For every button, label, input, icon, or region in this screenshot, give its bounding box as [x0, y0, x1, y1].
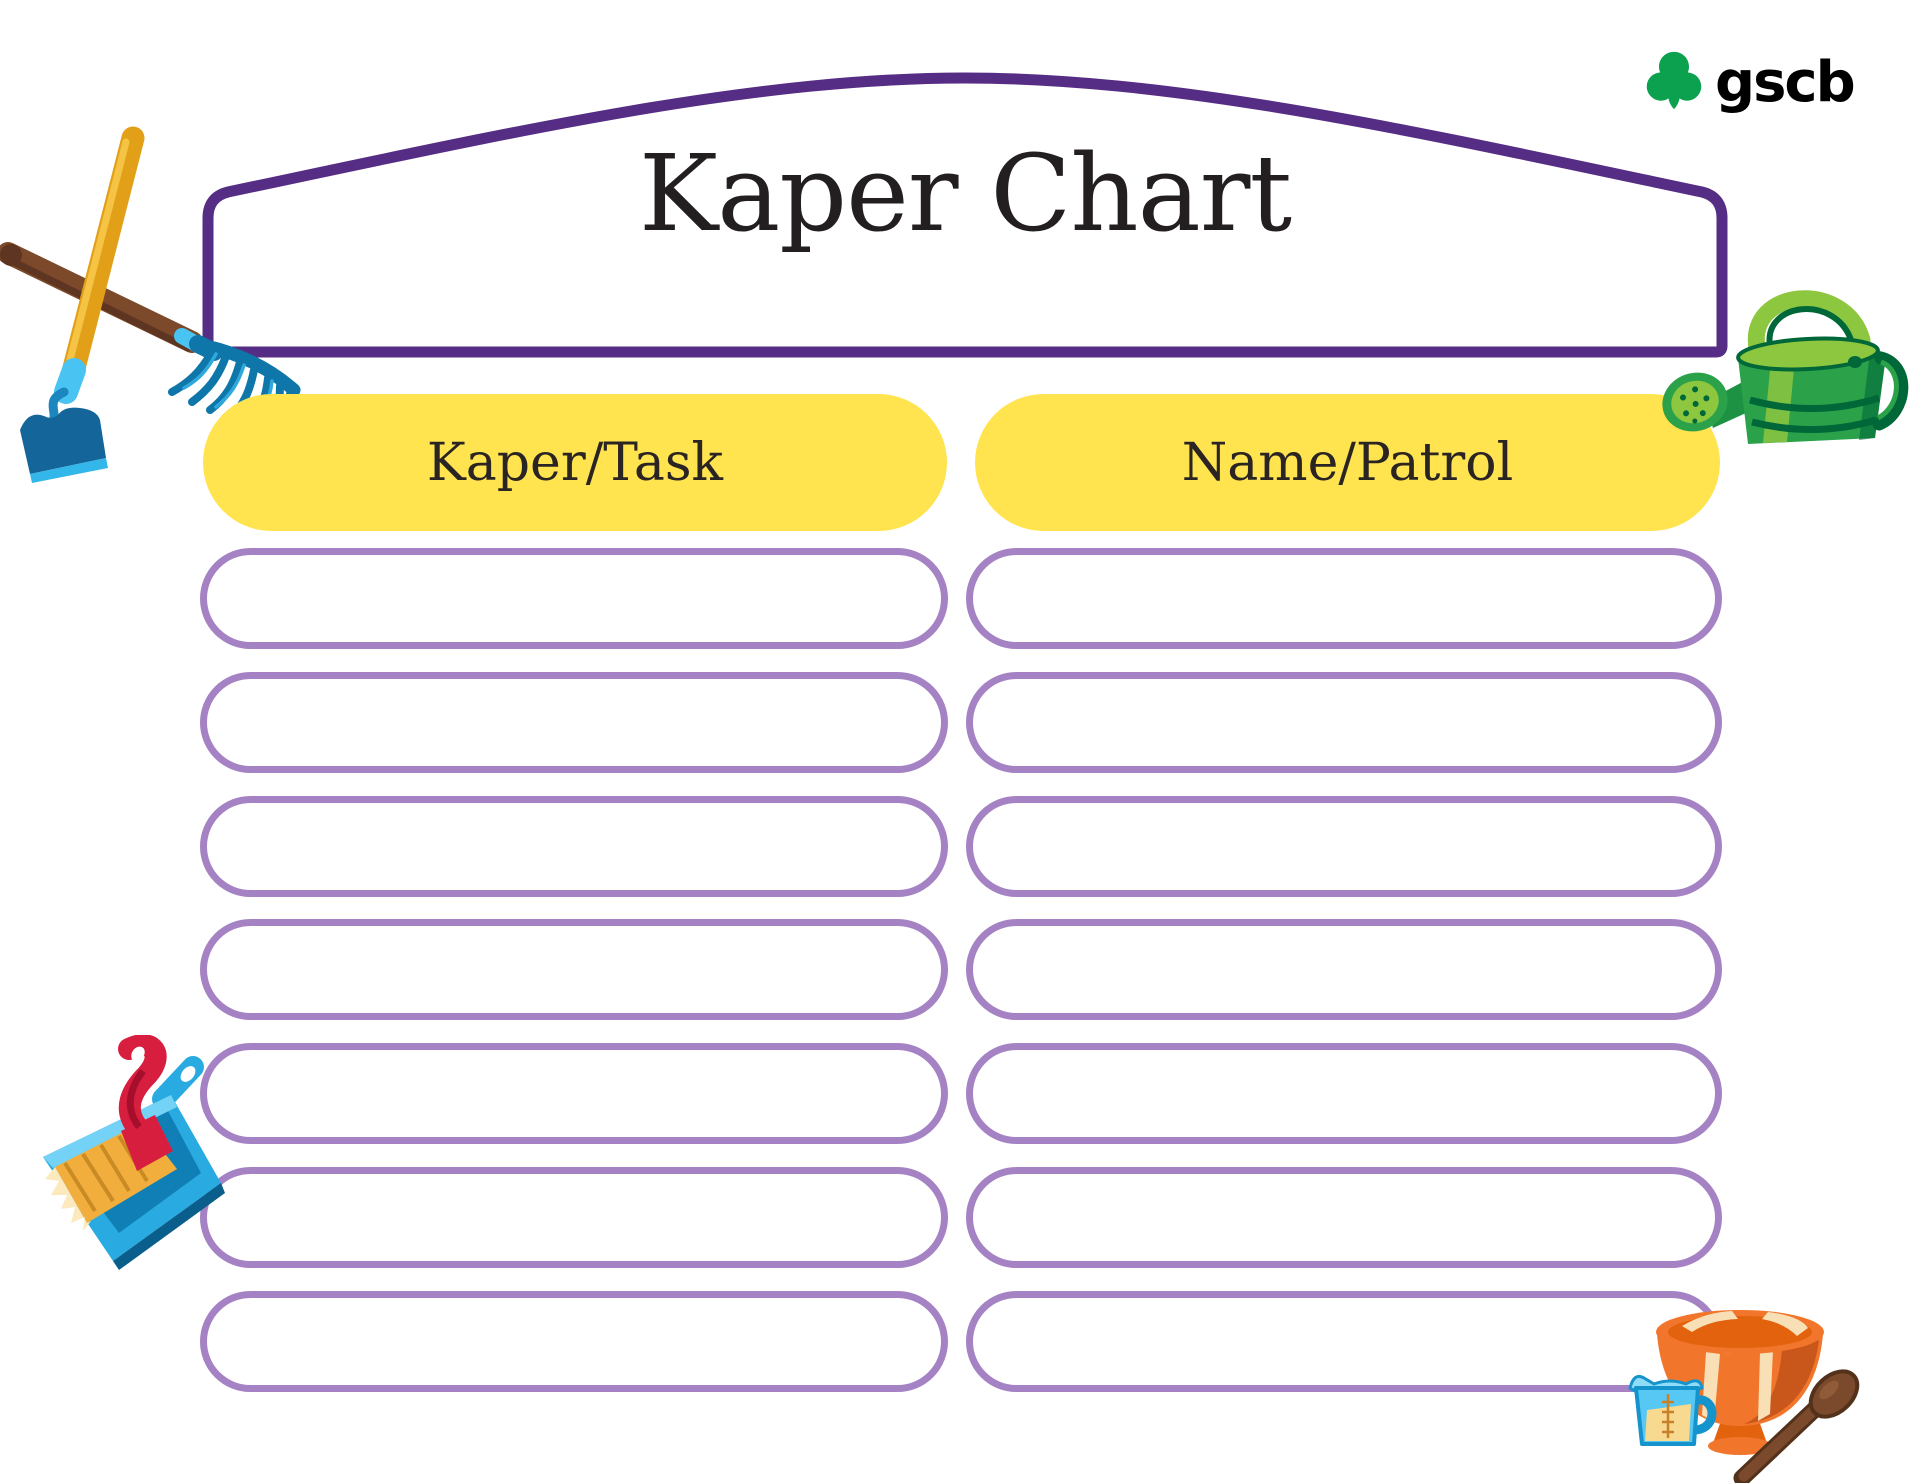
- kaper-row: [0, 919, 1920, 1020]
- column-header-task: Kaper/Task: [203, 394, 947, 531]
- banner-outline: [202, 72, 1728, 358]
- task-field[interactable]: [200, 796, 948, 897]
- task-field[interactable]: [200, 672, 948, 773]
- task-field[interactable]: [200, 548, 948, 649]
- name-field[interactable]: [966, 1167, 1722, 1268]
- kaper-row: [0, 1167, 1920, 1268]
- task-field[interactable]: [200, 1167, 948, 1268]
- kaper-row: [0, 548, 1920, 649]
- task-field[interactable]: [200, 1291, 948, 1392]
- name-field[interactable]: [966, 796, 1722, 897]
- kaper-row: [0, 1291, 1920, 1392]
- page-title: Kaper Chart: [638, 131, 1292, 255]
- name-field[interactable]: [966, 548, 1722, 649]
- name-field[interactable]: [966, 1291, 1722, 1392]
- kaper-row: [0, 1043, 1920, 1144]
- task-field[interactable]: [200, 1043, 948, 1144]
- name-field[interactable]: [966, 919, 1722, 1020]
- trefoil-icon: [1646, 51, 1702, 110]
- logo-wordmark: gscb: [1715, 50, 1856, 115]
- mixing-bowl-icon: [1628, 1310, 1860, 1483]
- gscb-logo: gscb: [1645, 50, 1856, 115]
- kaper-row: [0, 672, 1920, 773]
- kaper-row: [0, 796, 1920, 897]
- name-field[interactable]: [966, 672, 1722, 773]
- task-field[interactable]: [200, 919, 948, 1020]
- column-header-name: Name/Patrol: [975, 394, 1720, 531]
- name-field[interactable]: [966, 1043, 1722, 1144]
- dustpan-brush-icon: [43, 1035, 225, 1270]
- watering-can-icon: [1662, 290, 1909, 444]
